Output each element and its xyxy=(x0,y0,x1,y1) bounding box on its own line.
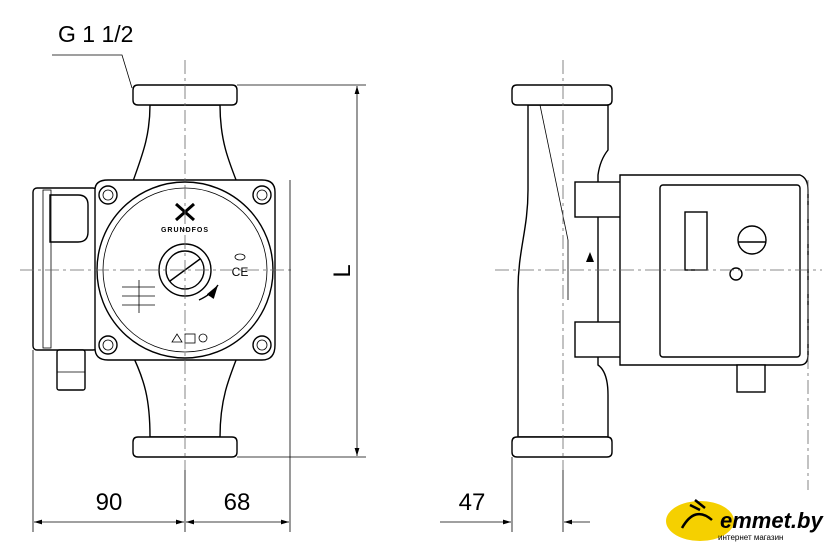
dim-label-47: 47 xyxy=(459,489,486,516)
side-lug-bottom xyxy=(574,321,626,358)
side-terminal-box xyxy=(659,184,801,358)
rotation-arrow-icon xyxy=(198,284,219,301)
emmet-ant-icon xyxy=(680,499,713,529)
side-pipe-contour xyxy=(539,104,569,300)
side-screw xyxy=(729,267,743,281)
dim-label-68: 68 xyxy=(224,489,251,516)
length-label: L xyxy=(329,264,356,277)
side-view: 47 xyxy=(440,60,822,532)
emmet-logo-text: emmet.by xyxy=(720,508,824,533)
flow-arrow-icon xyxy=(586,252,594,262)
emmet-watermark: emmet.by интернет магазин xyxy=(666,499,824,542)
side-top-flange xyxy=(511,84,613,106)
emmet-tagline: интернет магазин xyxy=(718,533,783,542)
emmet-logo-circle xyxy=(666,501,734,541)
cable-connector xyxy=(56,349,86,391)
ce-mark: CE xyxy=(232,265,249,279)
ce-oval xyxy=(234,253,246,261)
thread-leader-line xyxy=(52,54,133,89)
brand-label: GRUNDFOS xyxy=(161,227,209,234)
side-bottom-flange xyxy=(511,436,613,458)
terminal-box-cover xyxy=(49,194,89,243)
terminal-box-edge xyxy=(42,189,52,349)
side-switch-knob xyxy=(737,225,767,255)
thread-size-label: G 1 1/2 xyxy=(58,21,133,47)
speed-setting-marks xyxy=(122,280,155,313)
side-lug-top xyxy=(574,181,626,218)
mounting-lugs xyxy=(98,185,272,355)
front-view: GRUNDFOS CE G 1 1/2 L 90 68 xyxy=(20,21,366,532)
side-connector xyxy=(736,364,766,393)
dim-label-90: 90 xyxy=(96,489,123,516)
